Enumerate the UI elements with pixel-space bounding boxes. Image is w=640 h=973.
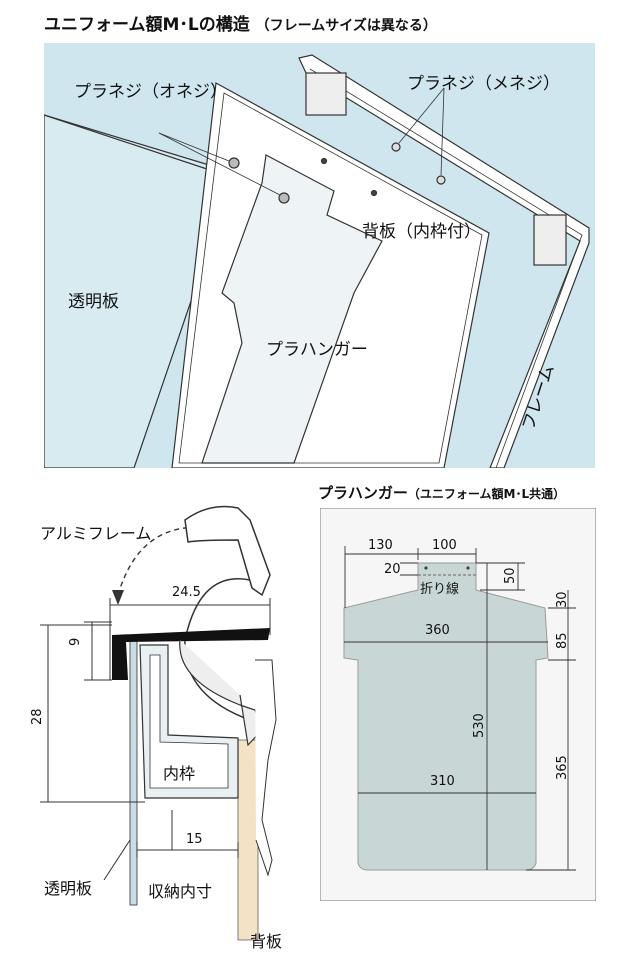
frame-shape: [298, 54, 590, 468]
dim-lip-label: 9: [68, 637, 83, 646]
hanger-drawing: [320, 508, 596, 901]
hanger-title: プラハンガー（ユニフォーム額M･L共通）: [318, 482, 565, 503]
label-screw-male: プラネジ（メネジ）: [407, 74, 560, 94]
dim-height-label: 28: [30, 708, 45, 725]
label-back-board: 背板（内枠付）: [362, 222, 481, 242]
dim-shoulder-width-label: 360: [425, 623, 450, 638]
dim-body-label: 365: [555, 755, 570, 780]
hanger-tail: [255, 659, 277, 877]
dim-upper-label: 85: [555, 632, 570, 649]
label-screw-female: プラネジ（オネジ）: [74, 82, 227, 102]
hinge-top: [305, 72, 347, 116]
hinge-right: [533, 214, 567, 266]
label-transparent-board-section: 透明板: [44, 879, 93, 898]
hanger-shape: [343, 562, 549, 871]
label-inner-frame: 内枠: [163, 764, 196, 783]
page-title: ユニフォーム額M･Lの構造 （フレームサイズは異なる）: [44, 10, 437, 35]
screw-hole: [370, 189, 378, 197]
dim-shoulder-label: 30: [555, 591, 570, 608]
fold-line-label: 折り線: [420, 582, 460, 597]
aluminum-frame-closed: [112, 628, 270, 680]
hanger-title-sub: （ユニフォーム額M･L共通）: [407, 487, 566, 501]
leader-transparent: [103, 839, 131, 881]
hanger-diagram: 130 100 20 折り線 50 30 360 85 530 365 310: [320, 508, 596, 901]
dim-gap-label: 15: [186, 832, 203, 847]
dim-body-width-label: 310: [430, 774, 455, 789]
cross-section-diagram: アルミフレーム 24.5 9 28 内枠 15 透明板 収納内寸 背板: [0, 480, 310, 973]
title-text: ユニフォーム額M･Lの構造: [44, 15, 250, 35]
transparent-board-strip: [129, 639, 138, 906]
title-subtitle: （フレームサイズは異なる）: [255, 18, 437, 34]
label-back-board-section: 背板: [250, 932, 283, 951]
label-storage-size: 収納内寸: [148, 882, 213, 901]
screw-hole: [228, 157, 240, 169]
cross-section-drawing: [40, 505, 277, 941]
label-transparent-board: 透明板: [68, 292, 119, 312]
label-plastic-hanger: プラハンガー: [266, 340, 368, 360]
plastic-hanger-shape: [201, 154, 383, 464]
screw-male: [436, 175, 446, 185]
structure-drawing: [44, 54, 590, 468]
structure-diagram: プラネジ（オネジ） プラネジ（メネジ） 背板（内枠付） 透明板 プラハンガー フ…: [44, 43, 595, 468]
hanger-clip: [179, 639, 263, 747]
screw-male: [391, 142, 401, 152]
hanger-title-text: プラハンガー: [318, 484, 408, 502]
screw-hole: [278, 192, 290, 204]
dim-tab-offset-label: 20: [384, 562, 401, 577]
dim-tab-height-label: 50: [503, 567, 518, 584]
label-aluminum-frame: アルミフレーム: [40, 524, 152, 543]
guide-line: [44, 114, 235, 179]
dim-total-label: 530: [472, 713, 487, 738]
aluminum-frame-open: [184, 505, 271, 597]
dim-top-left-label: 130: [368, 538, 393, 553]
dim-top-right-label: 100: [432, 538, 457, 553]
screw-hole: [320, 157, 328, 165]
back-board-strip: [237, 739, 259, 941]
dim-width-label: 24.5: [172, 585, 201, 600]
